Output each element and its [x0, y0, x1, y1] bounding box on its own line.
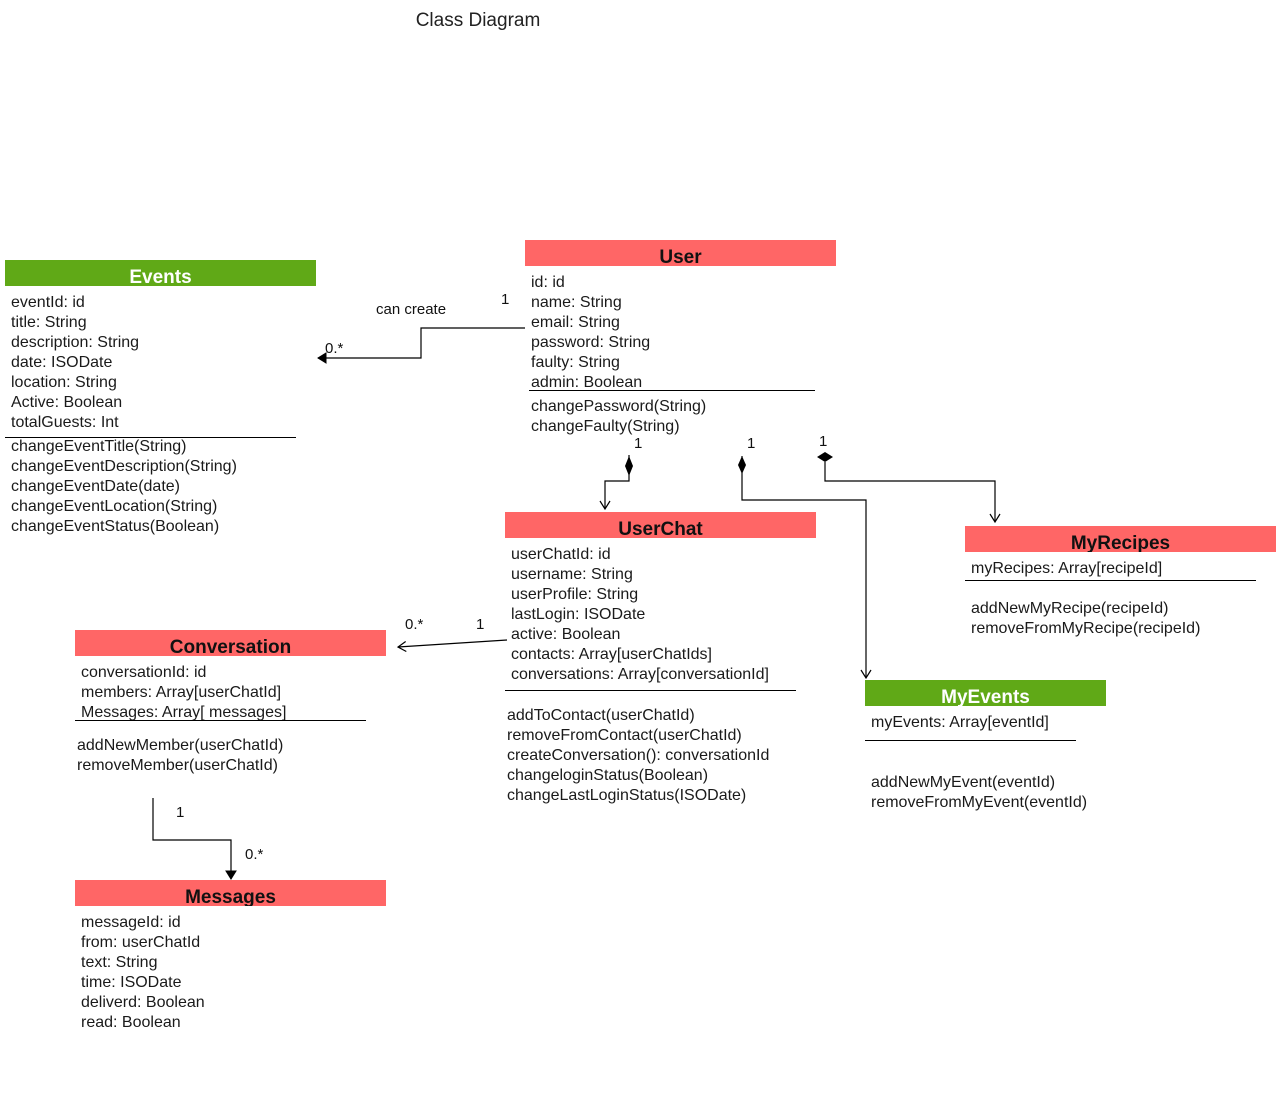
method: removeFromMyRecipe(recipeId) — [971, 620, 1201, 637]
multiplicity-user-events-one: 1 — [501, 291, 510, 308]
method: addNewMember(userChatId) — [77, 737, 284, 754]
class-user-methods: changePassword(String) changeFaulty(Stri… — [531, 397, 706, 437]
class-events-methods: changeEventTitle(String) changeEventDesc… — [11, 437, 237, 537]
method: addNewMyEvent(eventId) — [871, 774, 1056, 791]
attribute: totalGuests: Int — [11, 414, 119, 431]
attribute: members: Array[userChatId] — [81, 684, 282, 701]
method: createConversation(): conversationId — [507, 747, 770, 764]
method: changeEventStatus(Boolean) — [11, 518, 220, 535]
attribute: id: id — [531, 274, 565, 291]
attribute: myEvents: Array[eventId] — [871, 714, 1049, 731]
class-myrecipes-methods: addNewMyRecipe(recipeId) removeFromMyRec… — [971, 599, 1200, 639]
class-conversation-attributes: conversationId: id members: Array[userCh… — [81, 663, 286, 723]
class-events-attributes: eventId: id title: String description: S… — [11, 293, 139, 433]
attribute: title: String — [11, 314, 87, 331]
class-myevents-methods: addNewMyEvent(eventId) removeFromMyEvent… — [871, 773, 1087, 813]
method: changeEventDate(date) — [11, 478, 180, 495]
divider — [5, 437, 296, 438]
attribute: conversations: Array[conversationId] — [511, 666, 769, 683]
edge-user-myrecipes — [824, 462, 1001, 524]
attribute: date: ISODate — [11, 354, 113, 371]
attribute: email: String — [531, 314, 620, 331]
method: removeFromMyEvent(eventId) — [871, 794, 1088, 811]
edge-user-userchat — [599, 455, 630, 511]
method: changeEventTitle(String) — [11, 438, 187, 455]
attribute: contacts: Array[userChatIds] — [511, 646, 712, 663]
attribute: Messages: Array[ messages] — [81, 704, 287, 721]
class-user-header: User — [525, 240, 836, 266]
attribute: username: String — [511, 566, 633, 583]
divider — [865, 740, 1076, 741]
multiplicity-user-events-many: 0.* — [325, 340, 344, 357]
class-user-attributes: id: id name: String email: String passwo… — [531, 273, 650, 393]
attribute: password: String — [531, 334, 651, 351]
divider — [75, 720, 366, 721]
multiplicity-userchat-conv-many: 0.* — [405, 616, 424, 633]
edge-conversation-messages — [152, 798, 237, 880]
attribute: text: String — [81, 954, 158, 971]
attribute: active: Boolean — [511, 626, 621, 643]
class-messages-header: Messages — [75, 880, 386, 906]
attribute: conversationId: id — [81, 664, 207, 681]
class-userchat-header: UserChat — [505, 512, 816, 538]
composition-diamond-myrecipes — [817, 452, 833, 462]
method: removeFromContact(userChatId) — [507, 727, 742, 744]
attribute: eventId: id — [11, 294, 85, 311]
attribute: read: Boolean — [81, 1014, 181, 1031]
method: changeEventLocation(String) — [11, 498, 218, 515]
class-messages-attributes: messageId: id from: userChatId text: Str… — [81, 913, 205, 1033]
class-events-header: Events — [5, 260, 316, 286]
class-myevents-attributes: myEvents: Array[eventId] — [871, 713, 1049, 733]
edge-user-myevents — [741, 456, 872, 680]
attribute: name: String — [531, 294, 622, 311]
method: addToContact(userChatId) — [507, 707, 695, 724]
divider — [529, 390, 815, 391]
multiplicity-conv-msg-one: 1 — [176, 804, 185, 821]
class-userchat-attributes: userChatId: id username: String userProf… — [511, 545, 769, 685]
method: removeMember(userChatId) — [77, 757, 278, 774]
attribute: userChatId: id — [511, 546, 611, 563]
attribute: faulty: String — [531, 354, 620, 371]
class-myrecipes-attributes: myRecipes: Array[recipeId] — [971, 559, 1162, 579]
method: changeEventDescription(String) — [11, 458, 237, 475]
multiplicity-user-myrecipes-one: 1 — [819, 433, 828, 450]
method: addNewMyRecipe(recipeId) — [971, 600, 1169, 617]
multiplicity-user-userchat-one: 1 — [634, 435, 643, 452]
attribute: admin: Boolean — [531, 374, 643, 391]
composition-diamond-myevents — [738, 456, 746, 474]
edge-userchat-conversation — [396, 639, 508, 653]
attribute: time: ISODate — [81, 974, 182, 991]
method: changeFaulty(String) — [531, 418, 680, 435]
divider — [965, 580, 1256, 581]
attribute: location: String — [11, 374, 117, 391]
class-userchat-methods: addToContact(userChatId) removeFromConta… — [507, 706, 769, 806]
multiplicity-userchat-conv-one: 1 — [476, 616, 485, 633]
class-conversation-header: Conversation — [75, 630, 386, 656]
attribute: Active: Boolean — [11, 394, 123, 411]
attribute: myRecipes: Array[recipeId] — [971, 560, 1163, 577]
class-conversation-methods: addNewMember(userChatId) removeMember(us… — [77, 736, 283, 776]
diagram-title: Class Diagram — [415, 10, 541, 31]
class-myevents-header: MyEvents — [865, 680, 1106, 706]
attribute: userProfile: String — [511, 586, 639, 603]
method: changePassword(String) — [531, 398, 707, 415]
class-myrecipes-header: MyRecipes — [965, 526, 1276, 552]
attribute: description: String — [11, 334, 140, 351]
attribute: lastLogin: ISODate — [511, 606, 646, 623]
attribute: deliverd: Boolean — [81, 994, 205, 1011]
method: changeLastLoginStatus(ISODate) — [507, 787, 747, 804]
method: changeloginStatus(Boolean) — [507, 767, 709, 784]
multiplicity-user-myevents-one: 1 — [747, 435, 756, 452]
label-can-create: can create — [376, 301, 447, 318]
attribute: messageId: id — [81, 914, 181, 931]
edge-user-events — [317, 327, 525, 364]
composition-diamond-userchat — [625, 456, 633, 476]
attribute: from: userChatId — [81, 934, 201, 951]
multiplicity-conv-msg-many: 0.* — [245, 846, 264, 863]
divider — [505, 690, 796, 691]
